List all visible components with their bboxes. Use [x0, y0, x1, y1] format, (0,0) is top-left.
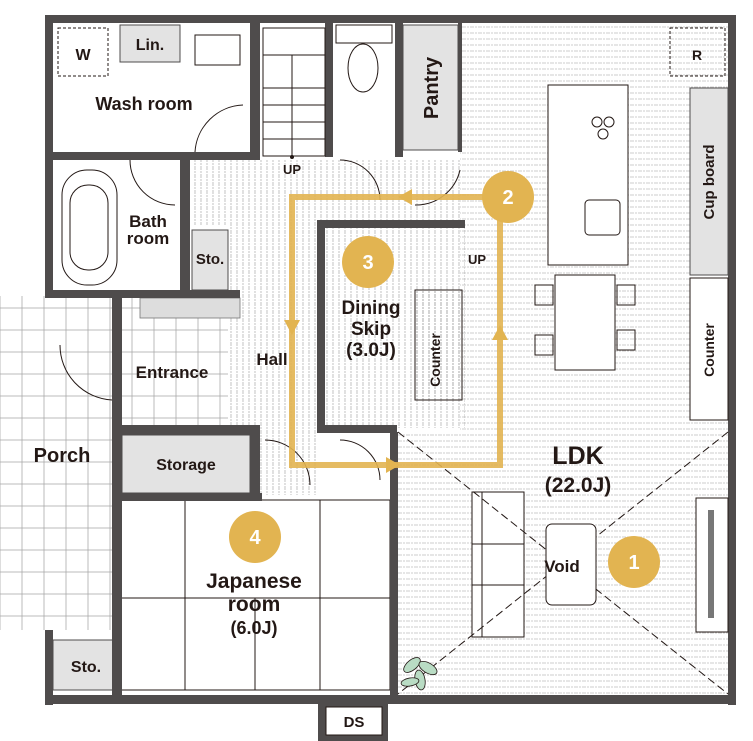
svg-text:2: 2	[502, 187, 513, 209]
label-dining-2: Skip	[351, 319, 391, 340]
ds-box	[325, 706, 383, 736]
kitchen-counter	[689, 277, 729, 421]
plant-icon	[400, 657, 438, 691]
stairs	[262, 27, 326, 159]
label-wash-room: Wash room	[95, 94, 192, 114]
label-counter-kitchen: Counter	[701, 323, 717, 377]
marker-4: 4	[229, 511, 281, 563]
label-bath-1: Bath	[129, 212, 167, 231]
label-porch: Porch	[34, 445, 91, 467]
label-ldk: LDK	[552, 442, 603, 470]
marker-1: 1	[608, 536, 660, 588]
label-up-skip: UP	[468, 252, 486, 267]
storage	[121, 434, 251, 494]
storage-lower	[52, 639, 119, 691]
svg-text:4: 4	[249, 527, 261, 549]
marker-2: 2	[482, 171, 534, 223]
kitchen-island	[547, 84, 629, 266]
label-hall: Hall	[256, 350, 287, 369]
label-storage: Storage	[156, 457, 216, 474]
dining-counter	[414, 289, 463, 401]
tv	[708, 510, 714, 618]
sink-icon	[194, 34, 241, 66]
doors	[59, 104, 461, 486]
label-cupboard: Cup board	[701, 145, 718, 220]
label-entrance: Entrance	[136, 363, 209, 382]
storage-upper	[191, 229, 229, 291]
label-linen: Lin.	[136, 37, 164, 54]
label-dining-1: Dining	[341, 298, 400, 319]
label-r: R	[692, 47, 702, 63]
entrance-step	[139, 297, 241, 319]
porch-floor	[0, 296, 118, 630]
label-counter-dining: Counter	[427, 333, 443, 387]
label-w: W	[75, 47, 91, 64]
marker-3: 3	[342, 236, 394, 288]
linen-closet	[119, 24, 181, 63]
bathtub-icon	[61, 169, 118, 286]
entrance-floor	[122, 298, 228, 426]
dining-table	[534, 274, 636, 371]
cupboard	[689, 87, 729, 276]
label-dining-size: (3.0J)	[346, 340, 396, 361]
label-up-stairs: UP	[283, 162, 301, 177]
label-void: Void	[544, 557, 580, 576]
sofa	[471, 491, 525, 638]
label-ldk-size: (22.0J)	[545, 474, 612, 497]
void-table	[545, 523, 597, 606]
toilet-icon	[335, 24, 393, 93]
label-pantry: Pantry	[421, 56, 443, 119]
label-bath-2: room	[127, 229, 170, 248]
svg-text:1: 1	[628, 552, 639, 574]
label-sto-upper: Sto.	[196, 251, 224, 268]
label-japanese-size: (6.0J)	[230, 618, 277, 638]
label-sto-lower: Sto.	[71, 659, 101, 676]
hall-floor-upper	[190, 160, 460, 225]
svg-text:3: 3	[362, 252, 373, 274]
refrigerator-space	[669, 27, 726, 77]
label-japanese-2: room	[228, 593, 281, 616]
washer-space	[57, 27, 109, 77]
pantry	[402, 24, 459, 151]
label-ds: DS	[344, 714, 365, 731]
circulation-path	[284, 189, 508, 473]
label-japanese-1: Japanese	[206, 570, 302, 593]
